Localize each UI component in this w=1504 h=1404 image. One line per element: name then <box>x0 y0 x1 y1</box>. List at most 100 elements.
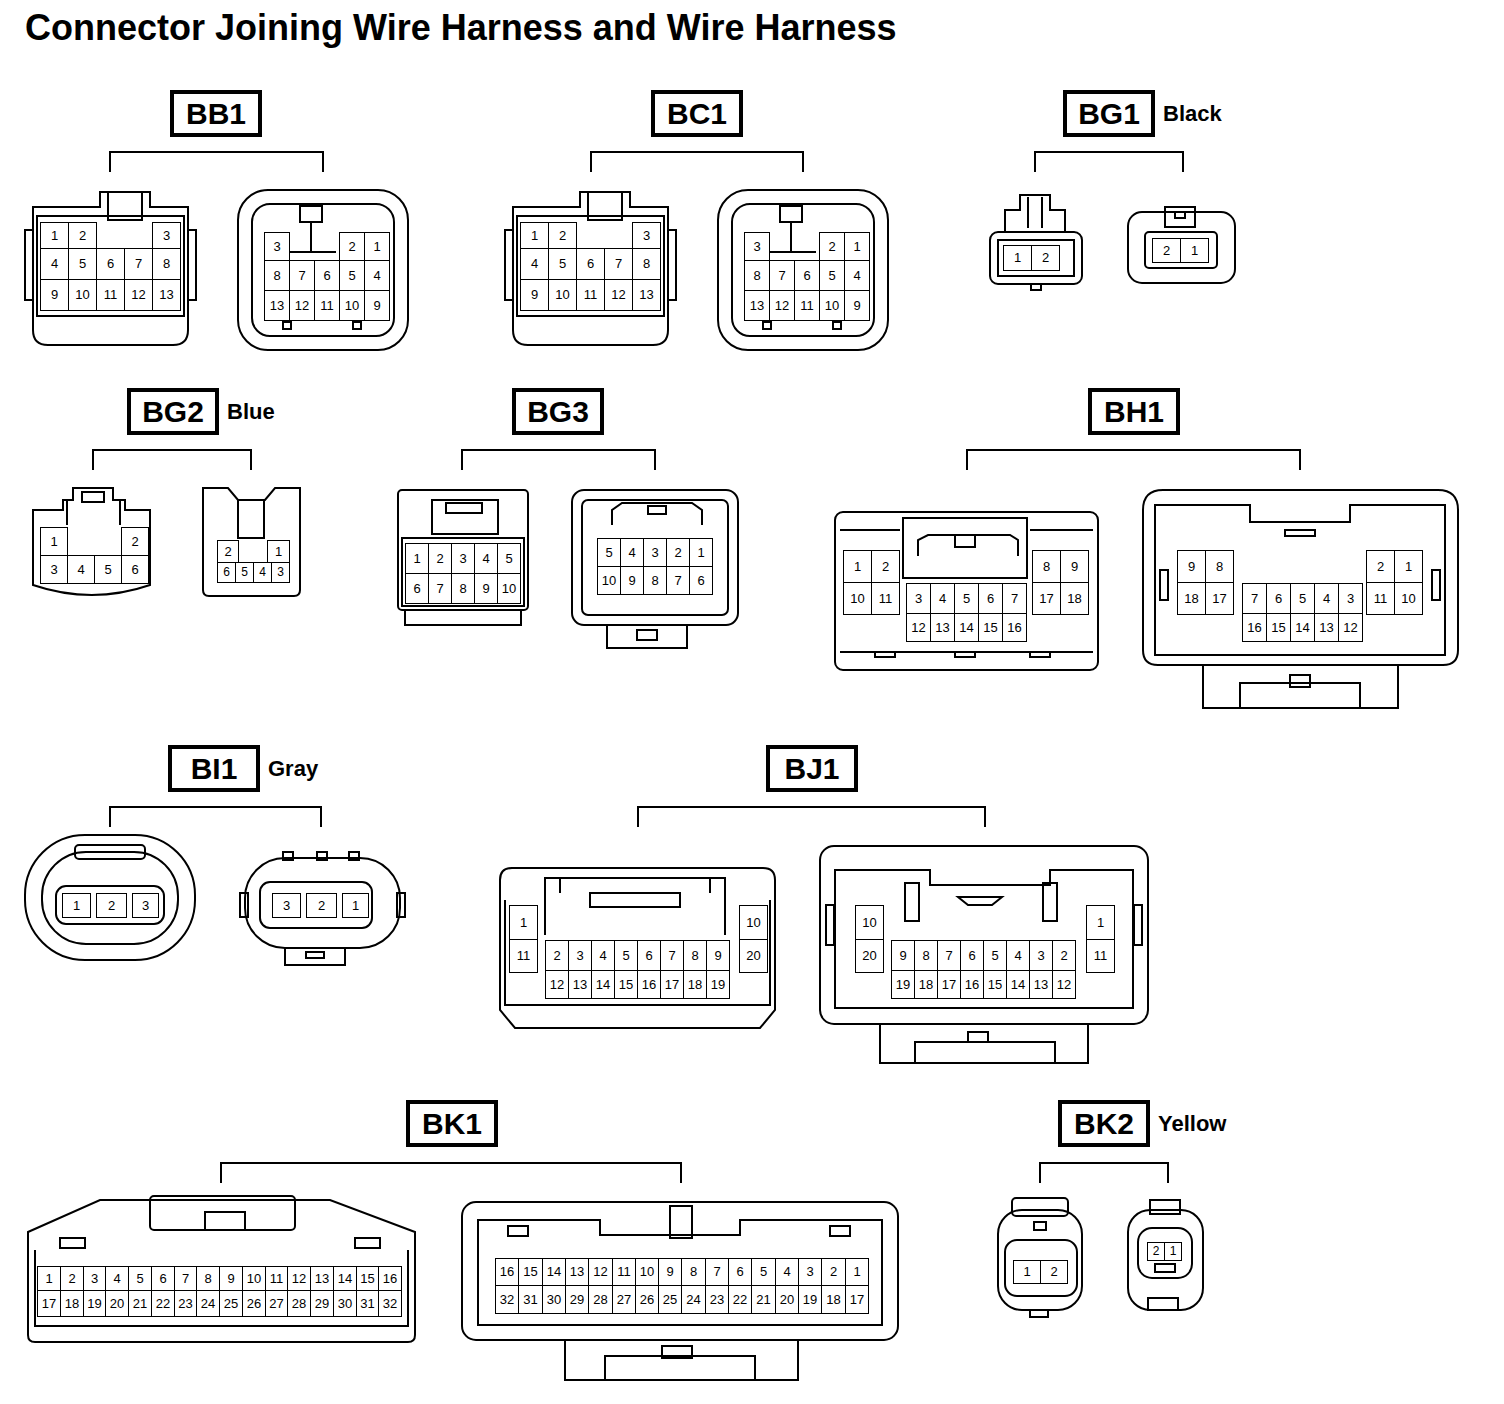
pin-number: 3 <box>271 562 290 583</box>
bracket <box>93 152 1300 1183</box>
housing-color: Black <box>1163 103 1222 125</box>
connector-housing: 32187654131211109 <box>718 190 888 350</box>
pin-number: 9 <box>364 290 390 321</box>
pin-number: 18 <box>821 1285 846 1314</box>
pin-number: 20 <box>739 939 768 973</box>
connector-id: BK2 <box>1074 1109 1134 1139</box>
pin-number: 26 <box>635 1285 659 1314</box>
pin-number: 8 <box>914 940 938 971</box>
pin-number: 16 <box>378 1266 402 1291</box>
pin-number: 7 <box>604 248 633 280</box>
connector-id-box: BH1 <box>1088 388 1180 435</box>
pin-number: 21 <box>751 1285 776 1314</box>
housing-outline <box>1128 207 1235 283</box>
pin-number: 1 <box>520 222 549 249</box>
connector-housing: 12345678910111213 <box>33 190 188 345</box>
pin-number: 6 <box>689 566 713 595</box>
pin-number: 7 <box>660 940 684 971</box>
pin-number: 11 <box>794 290 820 321</box>
pin-number: 1 <box>1394 550 1423 583</box>
pin-number: 8 <box>683 940 707 971</box>
pin-number: 4 <box>105 1266 129 1291</box>
pin-number: 5 <box>751 1258 776 1286</box>
connector-id-box: BG1Black <box>1063 90 1155 137</box>
pin-number: 27 <box>612 1285 636 1314</box>
housing-outline <box>25 192 196 345</box>
connector-housing: 1020987654321918171615141312111 <box>820 846 1148 1063</box>
connector-id: BI1 <box>191 754 238 784</box>
pin-number: 7 <box>289 260 315 291</box>
pin-number: 25 <box>658 1285 682 1314</box>
pin-number: 2 <box>121 527 149 556</box>
pin-number: 9 <box>1060 550 1089 583</box>
housing-outline <box>240 852 405 965</box>
pin-number: 13 <box>632 279 661 311</box>
pin-number: 5 <box>339 260 365 291</box>
pin-number: 6 <box>151 1266 175 1291</box>
pin-number: 5 <box>1290 583 1315 614</box>
pin-number: 32 <box>495 1285 519 1314</box>
pin-number: 16 <box>495 1258 519 1286</box>
pin-number: 29 <box>310 1290 334 1317</box>
pin-number: 12 <box>287 1266 311 1291</box>
pin-number: 23 <box>174 1290 197 1317</box>
pin-number: 13 <box>1314 613 1339 642</box>
pin-number: 4 <box>40 248 69 280</box>
pin-number: 15 <box>983 970 1007 999</box>
connector-housing: 21 <box>1128 207 1235 283</box>
pin-number: 3 <box>152 222 181 249</box>
connector-housing: 216543 <box>203 488 300 596</box>
pin-number: 6 <box>405 573 429 604</box>
pin-number: 11 <box>96 279 125 311</box>
pin-number: 8 <box>681 1258 706 1286</box>
pin-number: 3 <box>643 538 667 567</box>
connector-housing: 321 <box>240 852 405 965</box>
pin-number: 6 <box>728 1258 752 1286</box>
pin-number: 11 <box>314 290 340 321</box>
pin-number: 1 <box>62 893 91 918</box>
pin-number: 19 <box>798 1285 822 1314</box>
connector-housing: 1615141312111098765432132313029282726252… <box>462 1202 898 1380</box>
connector-id-box: BI1Gray <box>168 745 260 792</box>
pin-number: 8 <box>632 248 661 280</box>
pin-number: 17 <box>1032 582 1061 615</box>
pin-number: 14 <box>1006 970 1030 999</box>
pin-number: 2 <box>819 232 845 261</box>
pin-number: 2 <box>68 222 97 249</box>
pin-number: 11 <box>871 582 900 615</box>
pin-number: 4 <box>253 562 272 583</box>
pin-number: 7 <box>705 1258 729 1286</box>
pin-number: 6 <box>576 248 605 280</box>
pin-number: 2 <box>1366 550 1395 583</box>
pin-number: 8 <box>643 566 667 595</box>
pin-number: 6 <box>794 260 820 291</box>
pin-number: 3 <box>272 893 301 918</box>
pin-number: 21 <box>128 1290 152 1317</box>
pin-number: 16 <box>1242 613 1267 642</box>
pin-number: 6 <box>1266 583 1291 614</box>
pin-number: 22 <box>728 1285 752 1314</box>
connector-housing: 123456 <box>33 488 150 600</box>
pin-number: 3 <box>1029 940 1053 971</box>
pin-number: 14 <box>333 1266 357 1291</box>
housing-outline <box>33 488 150 595</box>
connector-housing: 12 <box>990 195 1082 290</box>
pin-number: 12 <box>289 290 315 321</box>
housing-outline <box>1128 1200 1203 1310</box>
pin-number: 8 <box>152 248 181 280</box>
connector-id-box: BJ1 <box>766 745 858 792</box>
pin-number: 2 <box>1040 1260 1068 1284</box>
pin-number: 1 <box>40 222 69 249</box>
housing-outline <box>25 835 195 960</box>
pin-number: 12 <box>545 970 569 999</box>
pin-number: 9 <box>40 279 69 311</box>
pin-number: 5 <box>235 562 254 583</box>
pin-number: 25 <box>219 1290 243 1317</box>
pin-number: 18 <box>1060 582 1089 615</box>
pin-number: 20 <box>775 1285 799 1314</box>
pin-number: 6 <box>978 583 1003 614</box>
connector-id-box: BK1 <box>406 1100 498 1147</box>
page-title: Connector Joining Wire Harness and Wire … <box>25 6 897 49</box>
housing-outline <box>835 512 1098 670</box>
